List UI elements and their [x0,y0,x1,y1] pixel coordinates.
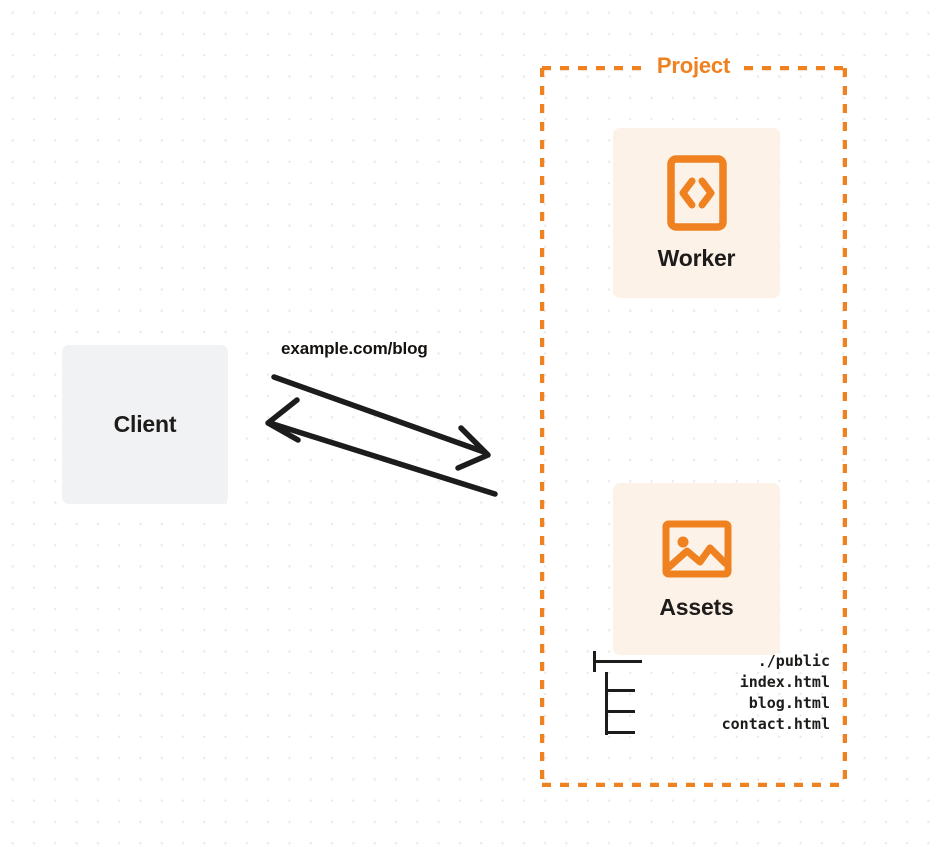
worker-node[interactable]: Worker [613,128,780,298]
tree-file-name: blog.html [748,694,830,712]
tree-row-file: blog.html [585,693,830,714]
tree-branch-icon [585,693,651,714]
tree-file-name: contact.html [721,715,830,733]
tree-row-file: index.html [585,672,830,693]
tree-branch-icon [585,672,651,693]
project-container: Project Worker Assets [540,51,847,787]
tree-file-name: index.html [739,673,830,691]
worker-label: Worker [657,244,736,271]
client-node[interactable]: Client [62,345,228,504]
tree-row-file: contact.html [585,714,830,735]
client-label: Client [113,411,177,437]
tree-row-root: ./public [585,651,830,672]
image-picture-icon [662,520,731,577]
request-url-label: example.com/blog [281,339,428,358]
assets-label: Assets [659,593,734,620]
code-document-icon [666,154,727,231]
tree-branch-icon [585,651,651,672]
request-arrow [271,374,491,471]
tree-branch-icon [585,714,651,735]
assets-node[interactable]: Assets [613,483,780,655]
response-arrow [265,397,498,497]
assets-file-tree: ./public index.html blog.html [585,651,830,735]
tree-root-name: ./public [757,652,830,670]
project-title: Project [649,51,738,81]
project-dashed-border [540,66,847,787]
